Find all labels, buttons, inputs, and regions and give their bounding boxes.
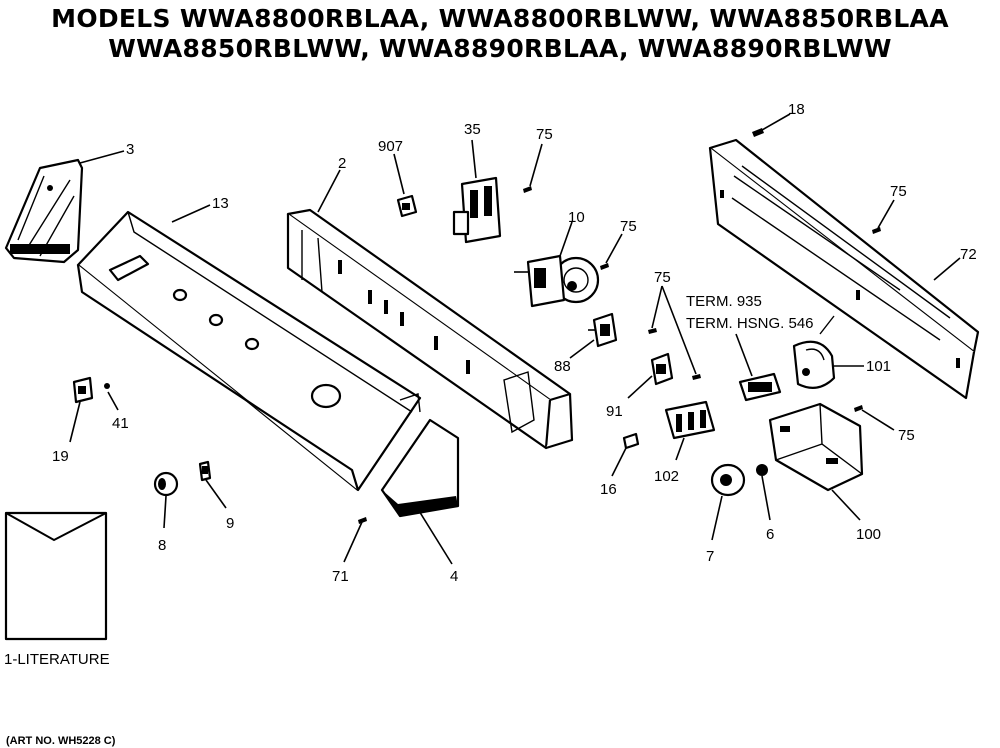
label-2: 2 (338, 155, 346, 172)
label-41: 41 (112, 415, 129, 432)
label-72: 72 (960, 246, 977, 263)
label-18: 18 (788, 101, 805, 118)
leader-2 (317, 169, 341, 213)
leader-9 (205, 479, 227, 509)
label-71: 71 (332, 568, 349, 585)
label-35: 35 (464, 121, 481, 138)
part-41-screw (104, 383, 110, 389)
part-18-screw (752, 128, 764, 137)
label-75a: 75 (536, 126, 553, 143)
part-75-screw-b (600, 263, 609, 270)
label-10: 10 (568, 209, 585, 226)
leader-75c1 (651, 285, 663, 329)
part-75-screw-a (523, 186, 532, 193)
leader-100 (831, 489, 861, 521)
label-75d: 75 (890, 183, 907, 200)
leader-18 (761, 113, 791, 131)
part-101-motor (792, 315, 836, 389)
part-88-switch (588, 312, 618, 348)
part-75-screw-e (854, 405, 863, 412)
leader-35 (471, 139, 477, 179)
label-91: 91 (606, 403, 623, 420)
label-8: 8 (158, 537, 166, 554)
leader-907 (393, 153, 405, 195)
leader-75e (861, 409, 895, 431)
label-75c: 75 (654, 269, 671, 286)
label-16: 16 (600, 481, 617, 498)
label-907: 907 (378, 138, 403, 155)
part-2-control-panel (286, 208, 574, 450)
label-13: 13 (212, 195, 229, 212)
label-4: 4 (450, 568, 458, 585)
part-1-literature-envelope (4, 511, 108, 641)
part-907-knob-clip (396, 194, 418, 218)
part-10-timer (514, 254, 600, 308)
leader-19 (69, 401, 81, 443)
part-4-end-cap (380, 418, 460, 518)
part-35-switch (452, 176, 502, 244)
part-3-end-cap (4, 158, 84, 264)
leader-3 (79, 150, 125, 164)
leader-75b (605, 233, 623, 264)
part-16-clip (622, 432, 640, 450)
leader-term (735, 333, 753, 377)
leader-71 (343, 521, 363, 563)
leader-75c2 (661, 285, 697, 375)
label-101: 101 (866, 358, 891, 375)
label-literature: 1-LITERATURE (4, 651, 110, 668)
part-13-console-panel (76, 210, 422, 492)
label-7: 7 (706, 548, 714, 565)
leader-4 (415, 505, 453, 565)
part-75-screw-d (872, 227, 881, 234)
leader-10 (559, 221, 573, 257)
leader-75a (529, 143, 543, 187)
part-terminal-housing (738, 372, 782, 402)
label-9: 9 (226, 515, 234, 532)
leader-16 (611, 447, 627, 477)
leader-72 (933, 257, 961, 281)
part-102-terminal-block (664, 400, 716, 440)
part-19-knob-small (72, 376, 94, 404)
leader-41 (107, 391, 119, 411)
part-72-rear-panel (708, 138, 980, 400)
label-102: 102 (654, 468, 679, 485)
leader-102 (675, 437, 685, 461)
label-19: 19 (52, 448, 69, 465)
label-3: 3 (126, 141, 134, 158)
label-term-935: TERM. 935 (686, 293, 762, 310)
leader-75d (877, 199, 895, 229)
part-75-screw-c2 (692, 374, 701, 380)
part-7-knob (710, 463, 746, 497)
leader-7 (711, 495, 723, 541)
art-number: (ART NO. WH5228 C) (6, 735, 116, 747)
leader-91 (627, 375, 653, 399)
leader-13 (171, 204, 211, 223)
label-100: 100 (856, 526, 881, 543)
part-91-switch (650, 352, 674, 386)
leader-6 (761, 475, 771, 521)
label-75b: 75 (620, 218, 637, 235)
models-title-line-1: MODELS WWA8800RBLAA, WWA8800RBLWW, WWA88… (51, 4, 949, 33)
part-71-screw (358, 517, 367, 524)
part-100-housing (768, 402, 864, 492)
label-75e: 75 (898, 427, 915, 444)
models-title-line-2: WWA8850RBLWW, WWA8890RBLAA, WWA8890RBLWW (108, 34, 892, 63)
leader-8 (163, 495, 167, 529)
label-term-hsng-546: TERM. HSNG. 546 (686, 315, 814, 332)
part-6-spring (756, 464, 768, 476)
part-9-clip (198, 460, 212, 482)
label-6: 6 (766, 526, 774, 543)
part-75-screw-c1 (648, 328, 657, 334)
label-88: 88 (554, 358, 571, 375)
leader-88 (569, 339, 595, 359)
part-8-knob (153, 471, 179, 497)
